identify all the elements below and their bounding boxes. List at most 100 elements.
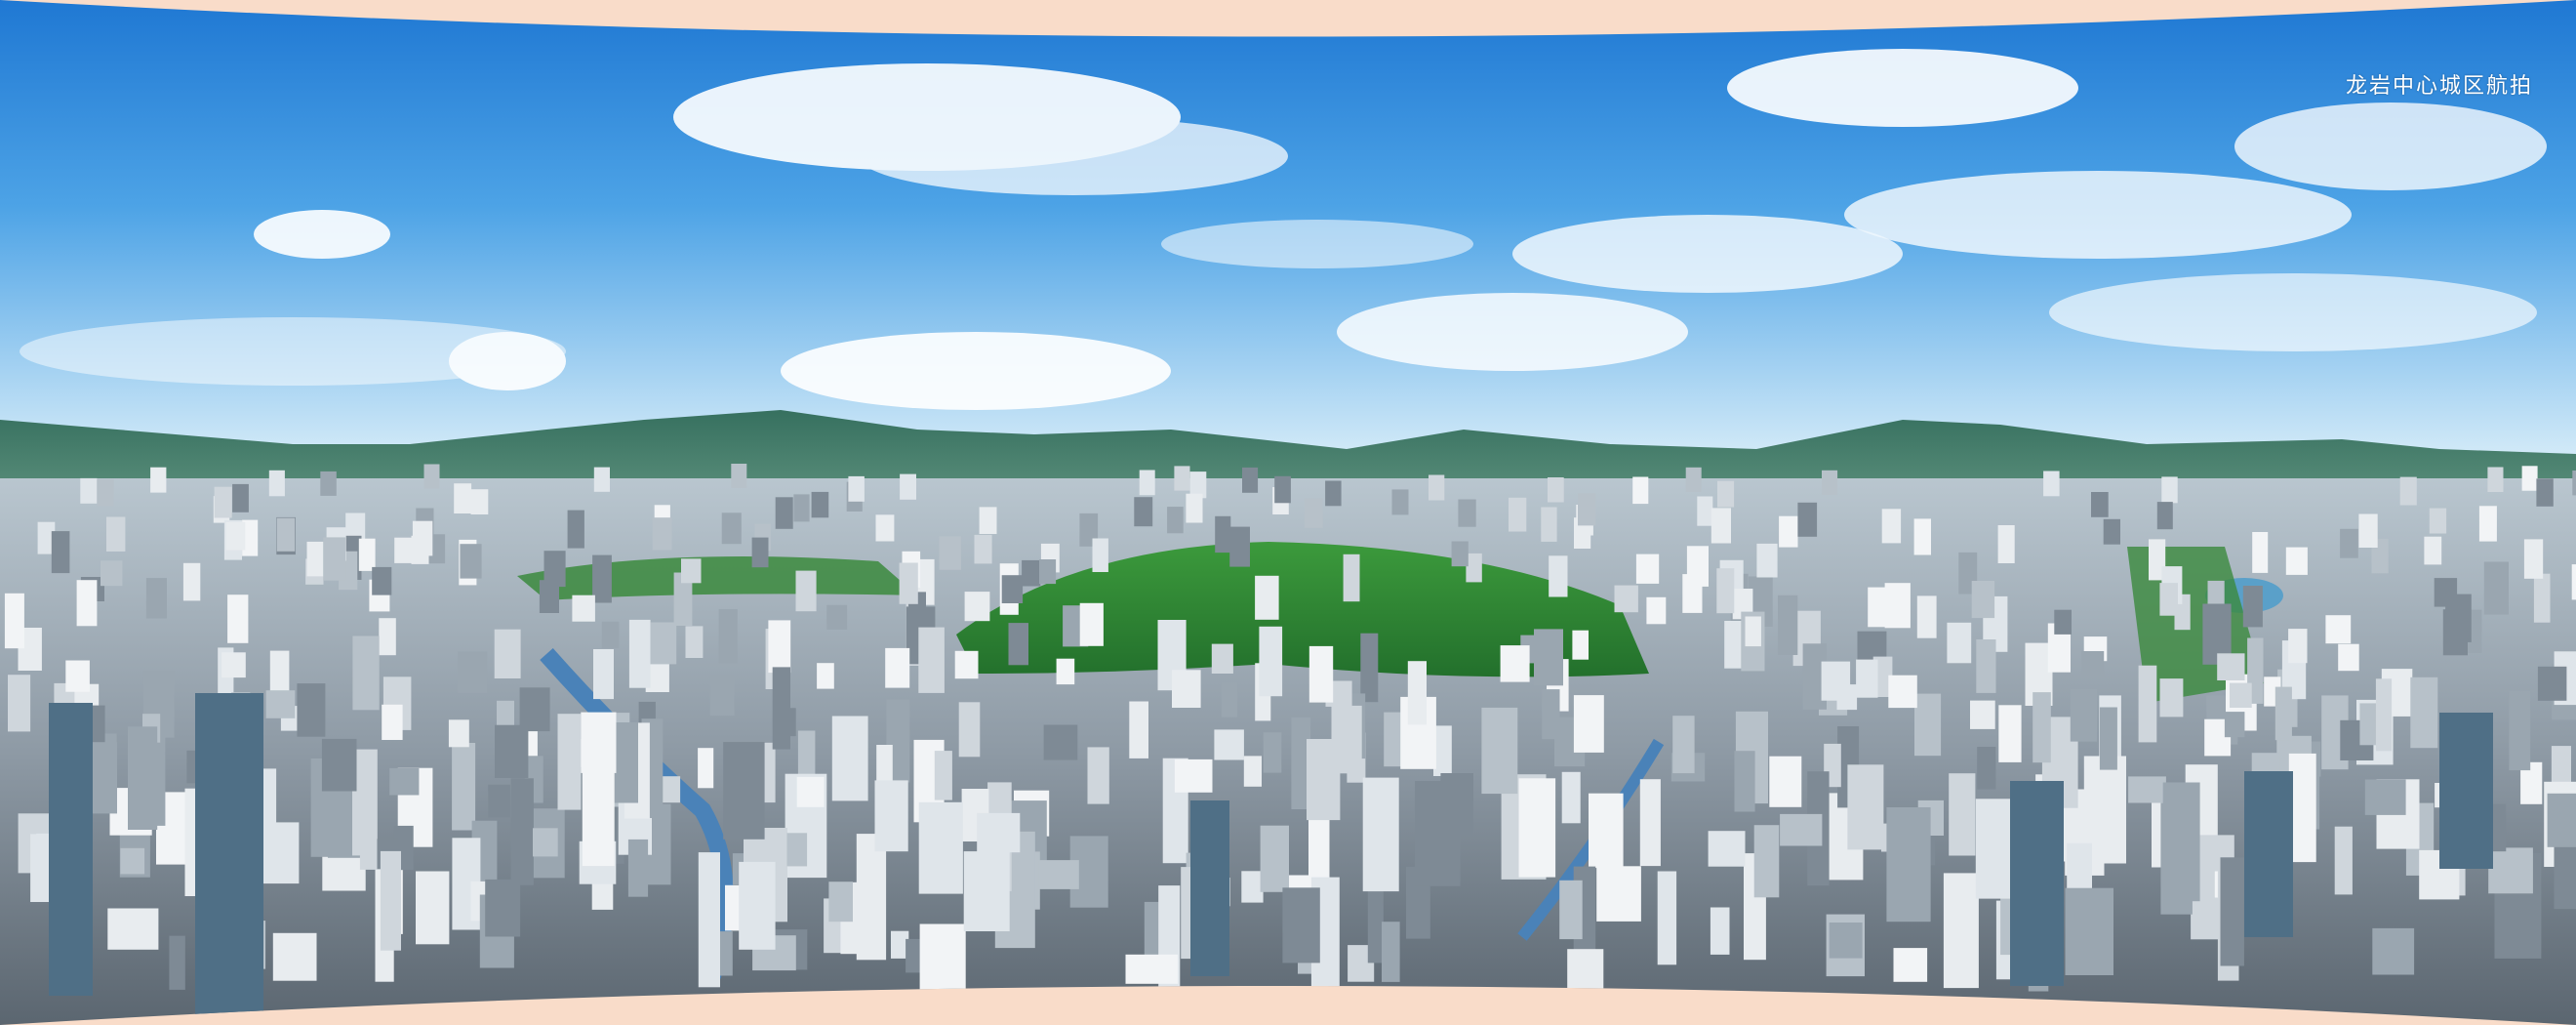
building <box>2478 506 2497 542</box>
building <box>2159 678 2184 718</box>
building <box>2288 629 2308 664</box>
building <box>1189 472 1207 499</box>
building <box>1685 467 1702 492</box>
building <box>1998 705 2022 762</box>
building <box>1589 793 1624 869</box>
building <box>321 738 357 792</box>
building <box>1821 661 1851 701</box>
building <box>964 592 990 622</box>
building <box>751 537 769 568</box>
building <box>227 594 249 643</box>
building <box>389 767 420 796</box>
building <box>1260 825 1289 892</box>
building <box>2547 793 2576 847</box>
building <box>661 776 681 803</box>
building <box>954 650 979 679</box>
building <box>572 594 595 622</box>
building <box>1039 559 1057 585</box>
building <box>1970 700 1995 729</box>
building <box>120 847 145 875</box>
building <box>958 702 981 758</box>
building <box>169 935 185 990</box>
building <box>1886 807 1931 922</box>
building <box>1458 499 1476 527</box>
building <box>107 908 159 950</box>
building <box>2128 776 2166 803</box>
building <box>1717 480 1735 508</box>
building <box>1847 764 1884 850</box>
building <box>2138 665 2157 743</box>
building <box>2054 609 2072 635</box>
building <box>494 629 521 678</box>
building <box>1822 470 1838 495</box>
building <box>1440 773 1473 835</box>
building <box>1541 507 1557 542</box>
building <box>150 467 167 493</box>
building <box>1360 633 1379 703</box>
building <box>1134 497 1153 527</box>
building <box>919 923 966 991</box>
building <box>939 536 961 570</box>
building <box>627 839 649 897</box>
building <box>2410 676 2438 749</box>
building <box>1056 658 1075 685</box>
building <box>977 812 1021 853</box>
building <box>1407 661 1427 725</box>
building <box>1710 907 1730 955</box>
building <box>51 531 70 574</box>
left-hill <box>517 556 917 600</box>
building <box>470 489 489 514</box>
building <box>1304 498 1323 528</box>
tower <box>2010 781 2064 986</box>
building <box>1079 602 1104 646</box>
building <box>1657 871 1677 965</box>
building <box>2537 666 2567 701</box>
building <box>101 560 123 587</box>
building <box>1646 596 1667 625</box>
building <box>2521 466 2538 491</box>
building <box>1174 466 1190 491</box>
building <box>2487 467 2504 492</box>
building <box>458 651 488 693</box>
building <box>1433 725 1452 776</box>
building <box>1139 470 1155 496</box>
building <box>1639 779 1661 867</box>
building <box>2325 615 2352 644</box>
building <box>1241 871 1264 903</box>
building <box>1325 480 1342 507</box>
building <box>723 742 765 840</box>
building <box>557 714 582 810</box>
building <box>411 535 429 564</box>
tower <box>2244 771 2293 937</box>
building <box>673 572 693 626</box>
building <box>874 780 908 852</box>
building <box>488 784 510 818</box>
building <box>1672 716 1695 774</box>
building <box>1976 639 1996 693</box>
building <box>380 850 401 951</box>
building <box>709 675 735 717</box>
building <box>2224 712 2245 738</box>
building <box>591 882 614 910</box>
photo-caption: 龙岩中心城区航拍 <box>2345 74 2533 99</box>
building <box>1559 880 1583 940</box>
building <box>80 477 98 504</box>
building <box>1780 813 1823 846</box>
building <box>1391 489 1409 515</box>
building <box>2033 692 2051 763</box>
building <box>1856 659 1878 698</box>
building <box>1263 732 1282 773</box>
building <box>320 471 337 496</box>
building <box>1518 778 1556 878</box>
building <box>1778 594 1798 655</box>
building <box>242 519 259 556</box>
building <box>1779 515 1798 548</box>
building <box>786 833 808 867</box>
building <box>2442 609 2468 656</box>
building <box>1868 587 1894 628</box>
building <box>796 776 825 807</box>
building <box>2285 547 2308 575</box>
building <box>979 507 997 534</box>
building <box>452 743 476 831</box>
